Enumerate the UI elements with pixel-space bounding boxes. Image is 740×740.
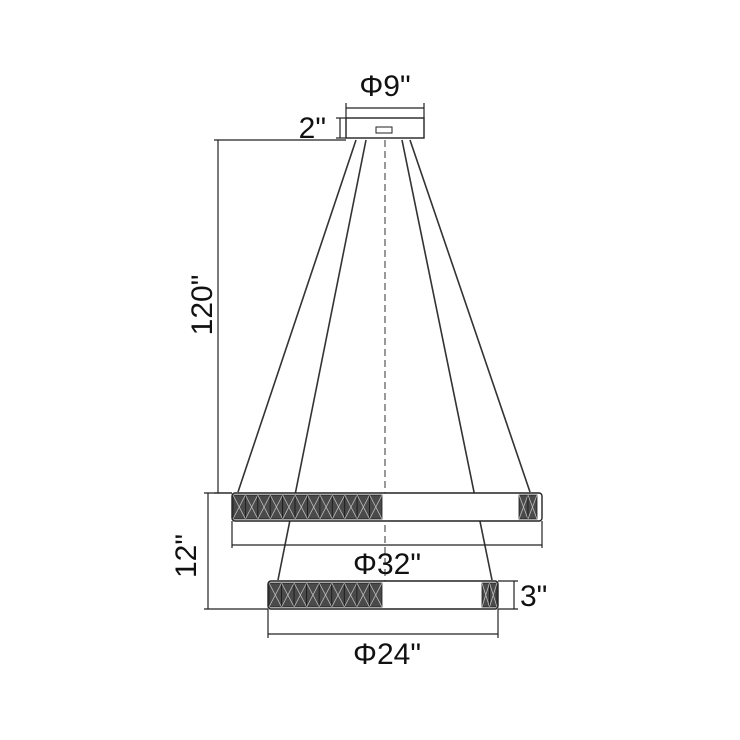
upper-ring-crystal-band bbox=[232, 494, 383, 520]
ring-spacing-label: 12" bbox=[170, 534, 203, 578]
crystal-facet-highlight bbox=[268, 582, 282, 608]
crystal-facet-highlight bbox=[319, 494, 333, 520]
ring-spacing-dimension: 12" bbox=[170, 492, 268, 610]
crystal-facet-highlight bbox=[369, 494, 383, 520]
crystal-facet-highlight bbox=[307, 494, 321, 520]
canopy-diameter-label: Φ9" bbox=[359, 70, 410, 103]
crystal-facet-highlight bbox=[293, 582, 308, 608]
lower-ring-end-crystal bbox=[481, 582, 498, 608]
crystal-facet-highlight bbox=[356, 494, 370, 520]
canopy bbox=[345, 117, 425, 139]
cable-length-dimension: 120" bbox=[186, 139, 346, 494]
crystal-facet-highlight bbox=[294, 494, 308, 520]
crystal-facet-highlight bbox=[232, 494, 246, 520]
ring-height-dimension: 3" bbox=[498, 580, 547, 613]
crystal-facet-highlight bbox=[369, 582, 383, 608]
crystal-facet-highlight bbox=[481, 582, 490, 608]
lower-ring-diameter-dimension: Φ24" bbox=[267, 609, 499, 671]
upper-ring-end-crystal bbox=[518, 494, 538, 520]
crystal-facet-highlight bbox=[489, 582, 498, 608]
crystal-facet-highlight bbox=[518, 494, 529, 520]
cable-length-label: 120" bbox=[186, 275, 219, 336]
crystal-facet-highlight bbox=[331, 582, 345, 608]
crystal-facet-highlight bbox=[344, 494, 358, 520]
crystal-facet-highlight bbox=[306, 582, 320, 608]
crystal-facet-highlight bbox=[245, 494, 259, 520]
lower-ring-diameter-label: Φ24" bbox=[353, 638, 421, 671]
crystal-facet-highlight bbox=[281, 582, 295, 608]
crystal-facet-highlight bbox=[282, 494, 296, 520]
crystal-facet-highlight bbox=[331, 494, 346, 520]
canopy-width-dimension: Φ9" bbox=[345, 70, 425, 118]
lower-ring-crystal-band bbox=[268, 582, 383, 608]
crystal-facet-highlight bbox=[356, 582, 370, 608]
canopy-mount bbox=[375, 126, 393, 134]
crystal-facet-highlight bbox=[527, 494, 538, 520]
suspension-cables bbox=[237, 139, 531, 581]
cable-outer-right bbox=[409, 139, 531, 493]
ring-height-label: 3" bbox=[520, 580, 547, 613]
crystal-facet-highlight bbox=[257, 494, 271, 520]
crystal-facet-highlight bbox=[318, 582, 333, 608]
canopy-plate bbox=[345, 117, 425, 139]
lower-ring bbox=[267, 580, 499, 610]
cable-outer-left bbox=[237, 139, 357, 493]
crystal-facet-highlight bbox=[269, 494, 284, 520]
crystal-facet-highlight bbox=[343, 582, 358, 608]
upper-ring-diameter-dimension: Φ32" bbox=[231, 521, 543, 581]
upper-ring bbox=[231, 492, 543, 522]
upper-ring-diameter-label: Φ32" bbox=[353, 548, 421, 581]
